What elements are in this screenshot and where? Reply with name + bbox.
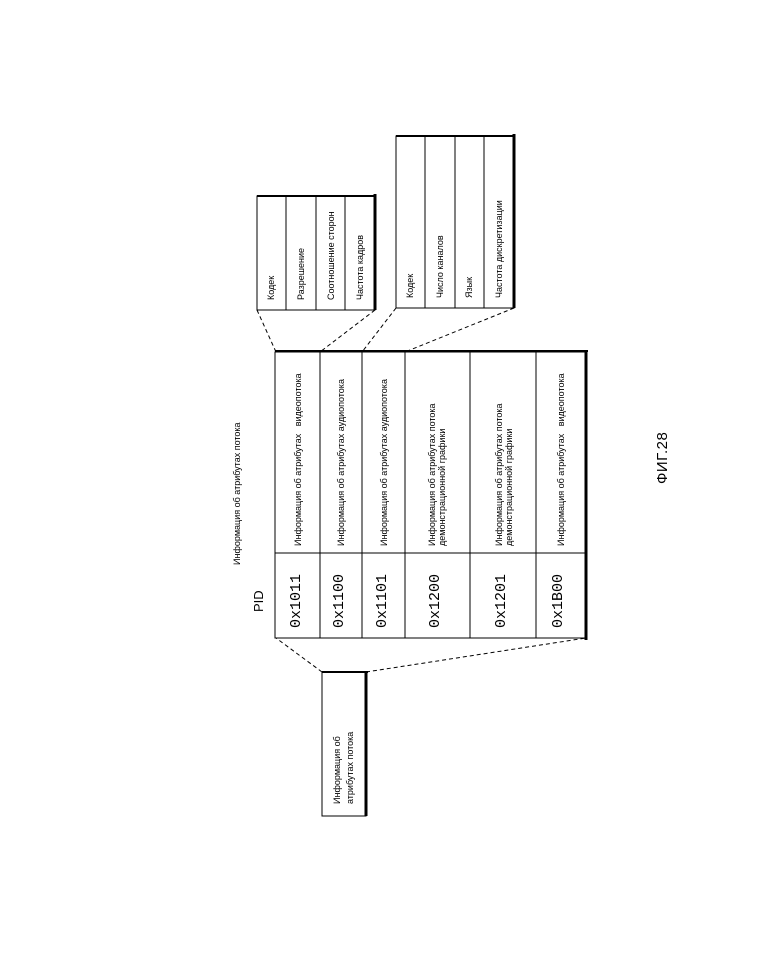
- source-box-line1: Информация об: [332, 736, 342, 804]
- audio-attr-channels: Число каналов: [435, 235, 445, 298]
- audio-attr-samplerate: Частота дискретизации: [494, 200, 504, 298]
- row-pid: 0x1201: [493, 574, 510, 628]
- row-attr-line2: демонстрационной графики: [437, 429, 447, 546]
- video-attr-codec: Кодек: [266, 276, 276, 300]
- row-attr: Информация об атрибутах аудиопотока: [379, 379, 389, 546]
- row-attr: Информация об атрибутах аудиопотока: [336, 379, 346, 546]
- video-attr-aspect: Соотношение сторон: [326, 211, 336, 300]
- row-pid: 0x1011: [288, 574, 305, 628]
- source-box-line2: атрибутах потока: [345, 732, 355, 804]
- pid-header: PID: [252, 590, 267, 612]
- row-attr-line1: Информация об атрибутах потока: [494, 403, 504, 546]
- video-attr-framerate: Частота кадров: [355, 235, 365, 300]
- row-attr: Информация об атрибутах видеопотока: [293, 373, 303, 546]
- audio-attr-codec: Кодек: [405, 274, 415, 298]
- attr-header: Информация об атрибутах потока: [232, 422, 242, 565]
- connector-lines: [257, 308, 586, 672]
- audio-attr-language: Язык: [464, 277, 474, 298]
- row-pid: 0x1100: [331, 574, 348, 628]
- video-attr-resolution: Разрешение: [296, 248, 306, 300]
- row-attr: Информация об атрибутах видеопотока: [556, 373, 566, 546]
- row-pid: 0x1B00: [550, 574, 567, 628]
- row-pid: 0x1101: [374, 574, 391, 628]
- row-attr-line1: Информация об атрибутах потока: [427, 403, 437, 546]
- figure-label: ФИГ.28: [654, 432, 671, 484]
- row-pid: 0x1200: [427, 574, 444, 628]
- row-attr-line2: демонстрационной графики: [504, 429, 514, 546]
